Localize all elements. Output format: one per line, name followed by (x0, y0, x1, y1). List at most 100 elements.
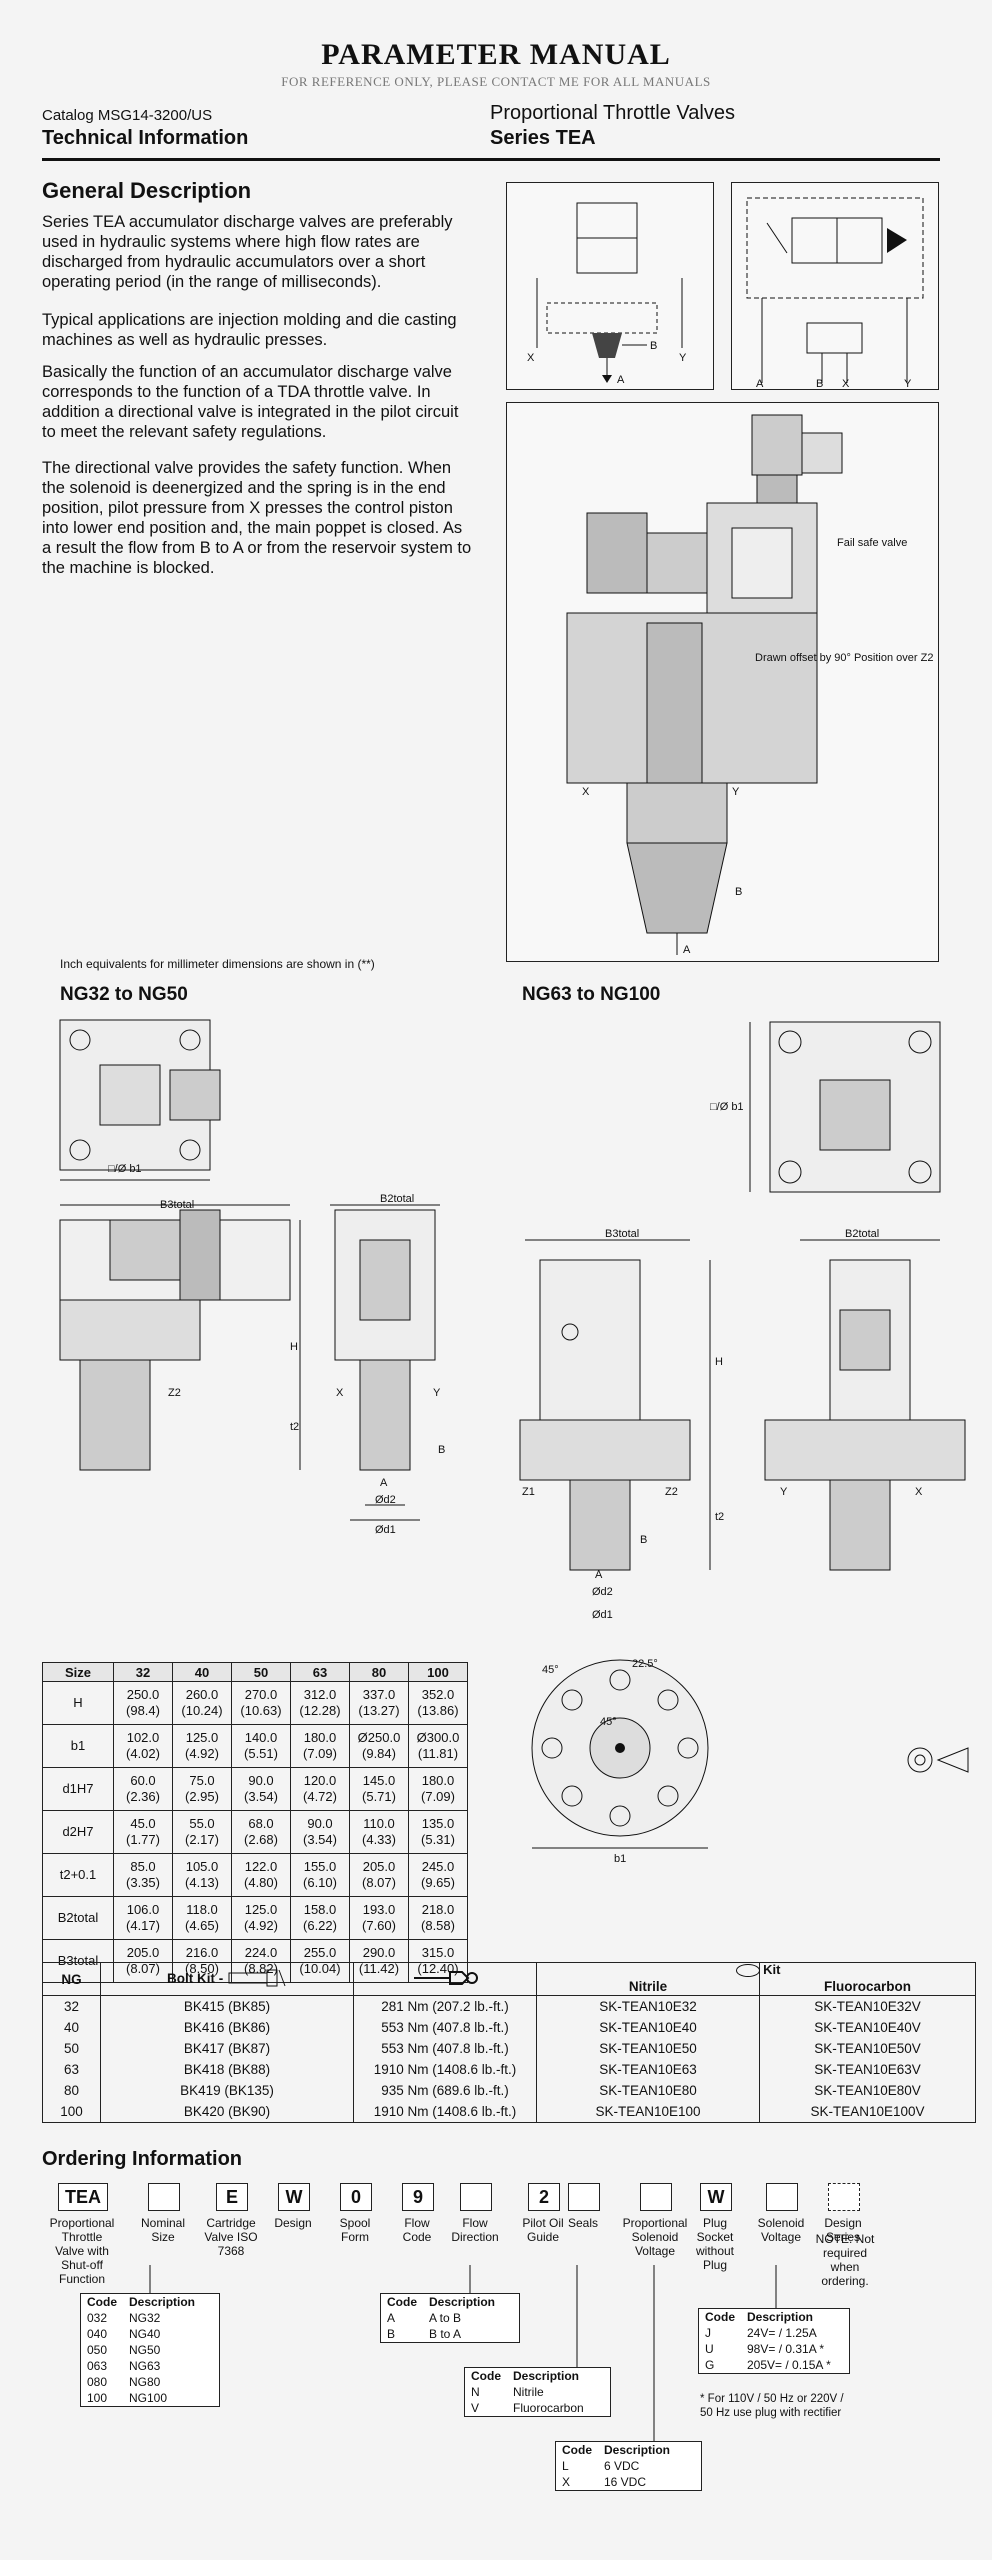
table-cell: 55.0(2.17) (172, 1810, 232, 1854)
inch-value: (4.65) (185, 1918, 219, 1933)
table-cell: 218.0(8.58) (408, 1896, 468, 1940)
description-paragraph: Basically the function of an accumulator… (42, 363, 459, 441)
code-value: U (705, 2342, 714, 2356)
port-label: Y (904, 378, 912, 389)
metric-value: 352.0 (421, 1687, 455, 1702)
table-cell: 122.0(4.80) (231, 1853, 291, 1897)
order-code-label: Flow Direction (451, 2216, 499, 2244)
metric-value: 270.0 (244, 1687, 278, 1702)
metric-value: 110.0 (363, 1816, 395, 1831)
row-label: B2total (42, 1896, 114, 1940)
table-cell: 120.0(4.72) (290, 1767, 350, 1811)
description-paragraph: The directional valve provides the safet… (42, 459, 472, 577)
inch-value: (9.65) (421, 1875, 455, 1890)
order-code-label: Seals (567, 2216, 599, 2230)
table-cell: SK-TEAN10E40 (536, 2017, 760, 2039)
port-label: X (842, 378, 850, 389)
code-value: B (387, 2327, 396, 2341)
port-label: X (527, 352, 535, 364)
inch-value: (5.31) (421, 1832, 455, 1847)
table-cell: SK-TEAN10E80V (759, 2080, 976, 2102)
order-code-box: W (700, 2183, 732, 2211)
metric-value: 102.0 (126, 1730, 160, 1745)
code-header: Code (87, 2295, 117, 2309)
order-code-label: Flow Code (402, 2216, 432, 2244)
order-code-label: Pilot Oil Guide (522, 2216, 564, 2244)
table-header-cell: Kit Nitrile (536, 1961, 780, 1997)
row-label: b1 (42, 1724, 114, 1768)
dimension-label: Z2 (168, 1387, 181, 1399)
row-label: d1H7 (42, 1767, 114, 1811)
inch-value: (2.17) (185, 1832, 219, 1847)
metric-value: 145.0 (362, 1773, 396, 1788)
inch-value: (4.13) (185, 1875, 219, 1890)
inch-value: (13.27) (358, 1703, 400, 1718)
hydraulic-schematic-figure: A B X Y (731, 182, 939, 390)
code-value: 040 (87, 2327, 108, 2341)
dimension-label: B3total (160, 1199, 194, 1211)
general-description-heading: General Description (42, 178, 252, 203)
dimension-label: b1 (614, 1853, 626, 1865)
kit-label: Kit (763, 1962, 781, 1977)
table-cell: BK418 (BK88) (100, 2059, 354, 2081)
inch-value: (10.63) (240, 1703, 282, 1718)
table-cell: SK-TEAN10E80 (536, 2080, 760, 2102)
table-cell: 281 Nm (207.2 lb.-ft.) (353, 1995, 537, 2018)
inch-value: (9.84) (362, 1746, 396, 1761)
table-cell: 250.0(98.4) (113, 1681, 173, 1725)
code-value: V (471, 2401, 480, 2415)
description-paragraph: Series TEA accumulator discharge valves … (42, 213, 453, 291)
port-label: Y (679, 352, 687, 364)
metric-value: 255.0 (303, 1945, 337, 1960)
metric-value: 118.0 (186, 1902, 218, 1917)
wrench-icon (410, 1966, 480, 1993)
table-header-cell: Size (42, 1662, 114, 1682)
code-description: Fluorocarbon (513, 2401, 584, 2415)
banner-subtitle: FOR REFERENCE ONLY, PLEASE CONTACT ME FO… (281, 74, 711, 89)
code-value: 080 (87, 2375, 108, 2389)
metric-value: 125.0 (185, 1730, 219, 1745)
code-description: NG63 (129, 2359, 161, 2373)
dimension-label: □/Ø b1 (108, 1163, 142, 1175)
port-label: A (380, 1477, 388, 1489)
metric-value: 120.0 (303, 1773, 337, 1788)
order-code-label: Nominal Size (140, 2216, 185, 2244)
dimension-label: H (715, 1356, 723, 1368)
code-description: 205V= / 0.15A * (747, 2358, 831, 2372)
inch-value: (8.58) (421, 1918, 455, 1933)
table-header-row: NG Bolt Kit - Kit Nitrile Fluorocarbon (42, 1961, 976, 1997)
metric-value: 216.0 (185, 1945, 219, 1960)
inch-value: (7.60) (362, 1918, 396, 1933)
code-description: 98V= / 0.31A * (747, 2342, 825, 2356)
table-cell: 32 (42, 1995, 101, 2018)
order-code-label: Spool Form (339, 2216, 371, 2244)
dimension-label: Ød2 (592, 1586, 613, 1598)
code-value: 100 (87, 2391, 108, 2405)
code-value: G (705, 2358, 715, 2372)
order-code-box: TEA (58, 2183, 108, 2211)
metric-value: 180.0 (421, 1773, 455, 1788)
metric-value: 55.0 (189, 1816, 215, 1831)
table-cell: 553 Nm (407.8 lb.-ft.) (353, 2038, 537, 2060)
code-description: 6 VDC (604, 2459, 640, 2473)
table-cell: 102.0(4.02) (113, 1724, 173, 1768)
row-label: H (42, 1681, 114, 1725)
dimension-label: Ød2 (375, 1494, 396, 1506)
inch-note: Inch equivalents for millimeter dimensio… (60, 957, 375, 971)
inch-value: (2.68) (244, 1832, 278, 1847)
metric-value: 337.0 (362, 1687, 396, 1702)
port-label: B (438, 1444, 445, 1456)
code-description: B to A (429, 2327, 462, 2341)
